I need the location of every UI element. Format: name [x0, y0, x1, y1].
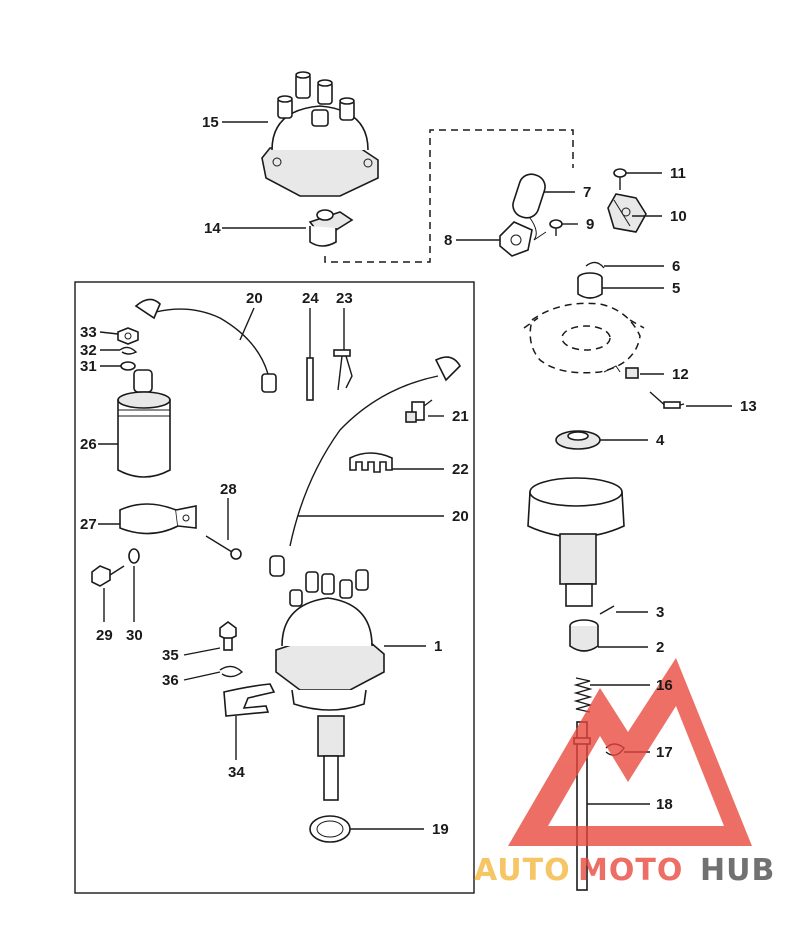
clip-6 [585, 261, 605, 269]
callout-16: 16 [656, 677, 673, 694]
callout-9: 9 [586, 216, 594, 233]
wire-separator [349, 452, 393, 473]
callout-27: 27 [80, 516, 97, 533]
distributor-assembly [275, 569, 385, 801]
contact-points [607, 193, 647, 233]
callout-31: 31 [80, 358, 97, 375]
terminal-23 [333, 349, 353, 391]
automotohub-watermark: AUTO MOTO HUB [474, 658, 775, 888]
leader-lines [98, 121, 732, 830]
screw-28 [205, 535, 242, 560]
ignition-coil [117, 369, 171, 478]
callout-5: 5 [672, 280, 680, 297]
washer-30 [128, 548, 140, 564]
coil-bracket [119, 503, 197, 535]
rotor [308, 209, 354, 247]
callout-1: 1 [434, 638, 442, 655]
callout-14: 14 [204, 220, 221, 237]
callout-24: 24 [302, 290, 319, 307]
screw-11 [613, 168, 627, 190]
callout-20-lead: 20 [452, 508, 469, 525]
callout-4: 4 [656, 432, 665, 449]
callout-35: 35 [162, 647, 179, 664]
breaker-plate [523, 302, 645, 374]
callout-36: 36 [162, 672, 179, 689]
clip-12 [603, 365, 639, 379]
distributor-housing [527, 477, 625, 607]
spark-plug-lead [269, 356, 461, 577]
watermark-word-auto: AUTO [474, 853, 571, 888]
callout-32: 32 [80, 342, 97, 359]
lockwasher-36 [219, 665, 244, 678]
callout-15: 15 [202, 114, 219, 131]
callout-23: 23 [336, 290, 353, 307]
roll-pin [599, 605, 615, 615]
drive-gear [569, 619, 599, 652]
watermark-word-hub: HUB [700, 853, 775, 888]
spring [573, 677, 593, 713]
callout-12: 12 [672, 366, 689, 383]
callout-21: 21 [452, 408, 469, 425]
spark-plug [405, 399, 433, 423]
felt-wick [577, 272, 603, 299]
callout-26: 26 [80, 436, 97, 453]
callout-13: 13 [740, 398, 757, 415]
condenser [512, 173, 547, 241]
callout-30: 30 [126, 627, 143, 644]
callout-29: 29 [96, 627, 113, 644]
callout-10: 10 [670, 208, 687, 225]
callout-11: 11 [670, 165, 686, 182]
callout-20-top: 20 [246, 290, 263, 307]
callout-8: 8 [444, 232, 452, 249]
screw-9 [549, 219, 563, 236]
callout-18: 18 [656, 796, 673, 813]
callout-7: 7 [583, 184, 591, 201]
watermark-triangle [508, 658, 752, 846]
callout-labels: 1 2 3 4 5 6 7 8 9 10 11 12 13 14 15 16 1… [80, 114, 757, 838]
primary-lead [649, 391, 685, 409]
callout-34: 34 [228, 764, 245, 781]
ignition-kit-box [74, 281, 475, 894]
watermark-word-moto: MOTO [578, 853, 683, 888]
nut-33 [117, 327, 139, 345]
bolt-35 [219, 621, 237, 651]
point-bracket [499, 221, 533, 257]
callout-6: 6 [672, 258, 680, 275]
callout-33: 33 [80, 324, 97, 341]
distributor-cap-top [261, 71, 379, 197]
callout-3: 3 [656, 604, 664, 621]
callout-2: 2 [656, 639, 664, 656]
lockwasher-32 [119, 346, 138, 355]
washer-31 [120, 361, 136, 371]
callout-22: 22 [452, 461, 469, 478]
hold-down-clamp [223, 683, 276, 717]
bolt-29 [91, 565, 125, 587]
callout-19: 19 [432, 821, 449, 838]
o-ring [309, 815, 351, 843]
rod-24 [306, 357, 314, 401]
dashed-group-connector [324, 129, 574, 263]
coil-lead-top [134, 298, 277, 393]
callout-28: 28 [220, 481, 237, 498]
cam-bearing [555, 430, 601, 450]
callout-17: 17 [656, 744, 673, 761]
